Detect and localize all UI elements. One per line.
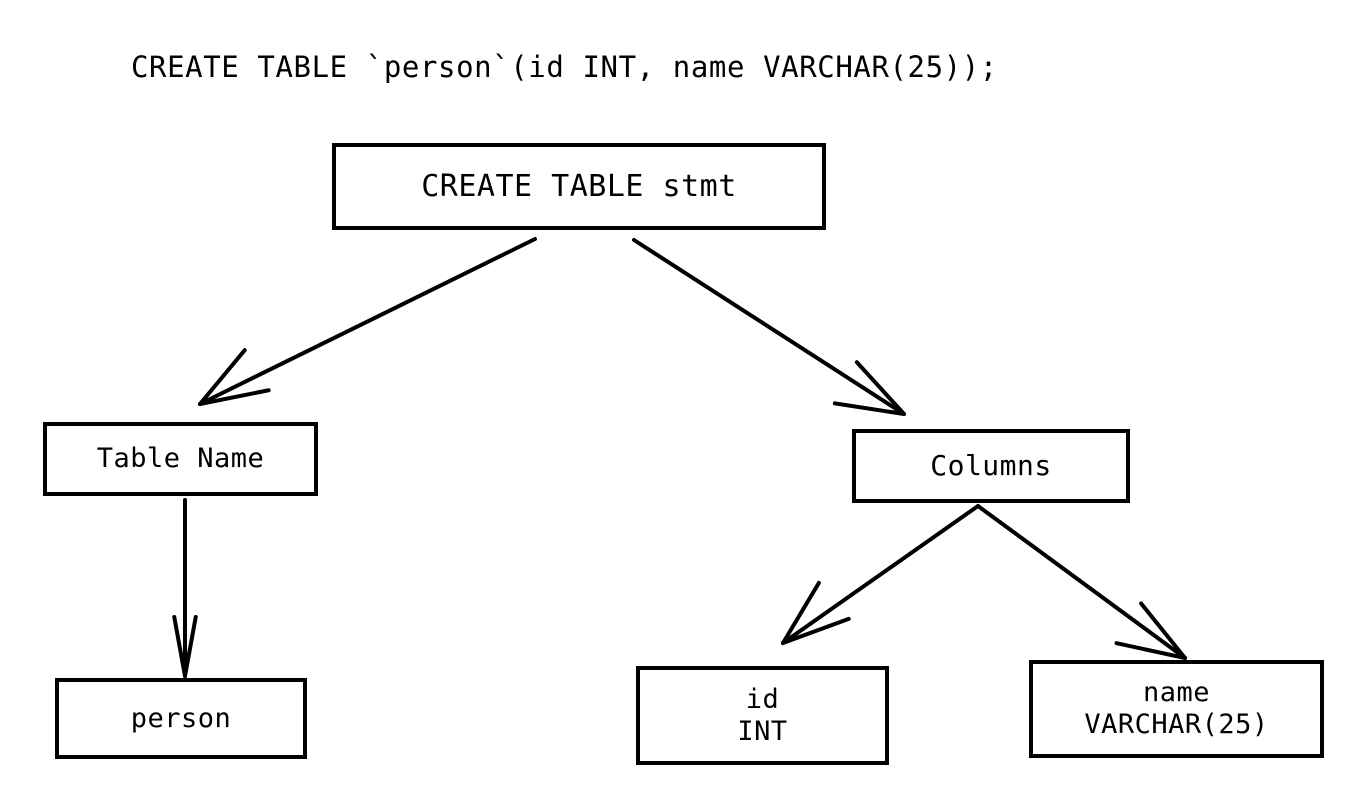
node-line-name: id (745, 683, 780, 715)
arrowhead-barb (832, 401, 906, 416)
arrowhead-barb (781, 580, 821, 645)
node-line-name: name (1142, 677, 1211, 709)
sql-statement-title: CREATE TABLE `person`(id INT, name VARCH… (131, 50, 998, 84)
edge-shaft (198, 237, 537, 406)
person-value-node: person (55, 678, 307, 759)
columns-node: Columns (852, 429, 1130, 503)
node-line-type: VARCHAR(25) (1084, 709, 1269, 740)
edge-shaft (781, 504, 980, 645)
edge-table-name-to-person (172, 498, 198, 678)
column-name-node: name VARCHAR(25) (1029, 660, 1324, 758)
edge-columns-to-id (781, 504, 980, 645)
edge-shaft (976, 504, 1187, 660)
node-line: Columns (930, 449, 1052, 483)
arrowhead-barb (854, 360, 906, 416)
arrowhead-barb (183, 614, 198, 678)
node-line-type: INT (737, 715, 788, 747)
edge-root-to-table-name (198, 237, 537, 406)
arrowhead-barb (198, 388, 271, 406)
arrowhead-barb (1114, 641, 1187, 660)
arrowhead-barb (172, 614, 187, 678)
node-line: CREATE TABLE stmt (421, 168, 737, 204)
arrowhead-barb (198, 348, 247, 406)
edge-shaft (632, 238, 906, 416)
node-line: Table Name (96, 443, 265, 475)
column-id-node: id INT (636, 666, 889, 765)
edge-columns-to-name (976, 504, 1187, 660)
arrowhead-barb (781, 616, 851, 645)
table-name-node: Table Name (43, 422, 318, 496)
node-line: person (130, 702, 232, 734)
edge-root-to-columns (632, 238, 906, 416)
arrowhead-barb (1139, 601, 1187, 660)
create-table-stmt-node: CREATE TABLE stmt (332, 143, 826, 230)
